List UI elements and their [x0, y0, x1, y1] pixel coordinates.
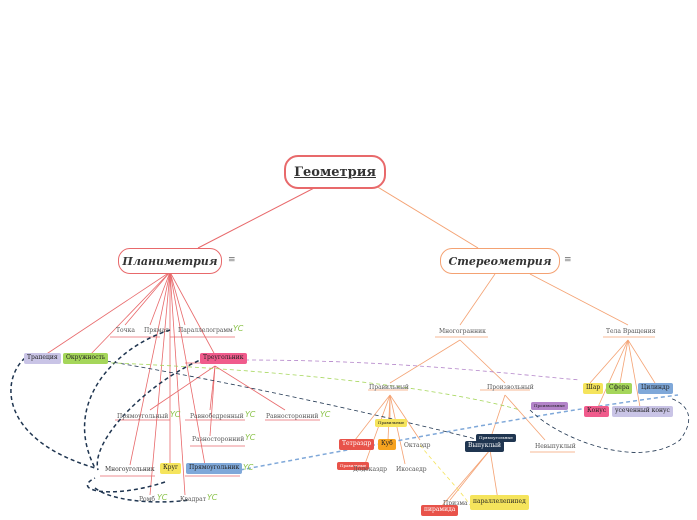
node-pravilny[interactable]: Правильный — [369, 384, 409, 391]
yc-mark-icon: YC — [320, 410, 331, 419]
yc-mark-icon: YC — [170, 410, 181, 419]
node-pryamougolnik[interactable]: Прямоугольник — [186, 463, 243, 474]
dashed-relations — [10, 329, 679, 503]
yc-mark-icon: YC — [243, 463, 254, 472]
node-mnogogranniki[interactable]: Многогранник — [439, 328, 486, 335]
link-root-stereo — [375, 185, 479, 249]
node-konus[interactable]: Конус — [584, 406, 610, 417]
node-ravnostoronny[interactable]: Разносторонний — [192, 436, 245, 443]
node-pryamougolnye-label[interactable]: Прямоугольные — [476, 434, 516, 443]
node-okruzhnost[interactable]: Окружность — [63, 353, 109, 364]
node-raznostoronny[interactable]: Равносторонний — [266, 413, 319, 420]
node-kub[interactable]: Куб — [378, 439, 396, 450]
node-krug[interactable]: Круг — [160, 463, 182, 474]
node-cilindr[interactable]: Цилиндр — [638, 383, 673, 394]
node-proizvolny[interactable]: Произвольный — [487, 384, 534, 391]
node-vypukly[interactable]: Выпуклый — [465, 441, 505, 452]
yc-mark-icon: YC — [207, 493, 218, 502]
planimetry-node[interactable]: Планиметрия — [118, 248, 222, 274]
yc-mark-icon: YC — [245, 433, 256, 442]
yc-mark-icon: YC — [245, 410, 256, 419]
node-treugolnik[interactable]: Треугольник — [200, 353, 247, 364]
node-tetraedr[interactable]: Тетраэдр — [339, 439, 375, 450]
node-ikosaedr[interactable]: Икосаедр — [396, 466, 427, 473]
node-romb[interactable]: Ромб — [139, 496, 155, 503]
node-oktaedr[interactable]: Октаэдр — [404, 442, 431, 449]
stereo-links — [354, 273, 656, 509]
node-proizvolnye-label[interactable]: Произвольные — [531, 402, 568, 411]
node-pravilnye-small[interactable]: Правильные — [337, 462, 370, 471]
yc-mark-icon: YC — [157, 493, 168, 502]
node-sfera[interactable]: Сфера — [606, 383, 633, 394]
node-mnogougolnik[interactable]: Многоугольник — [105, 466, 155, 473]
link-root-plan — [197, 185, 319, 249]
node-piramida[interactable]: пирамида — [421, 505, 459, 516]
node-dodekaedr[interactable]: Додекаэдр — [353, 466, 387, 473]
node-trapeciya[interactable]: Трапеция — [24, 353, 61, 364]
node-ravnobedrenny[interactable]: Равнобедренный — [190, 413, 244, 420]
node-shar[interactable]: Шар — [583, 383, 604, 394]
yc-mark-icon: YC — [233, 324, 244, 333]
node-prizma[interactable]: Призма — [443, 500, 468, 507]
node-nevypukly[interactable]: Невыпуклый — [535, 443, 576, 450]
node-tochka[interactable]: Точка — [116, 327, 135, 334]
node-parallelepiped[interactable]: параллелепипед — [470, 495, 529, 510]
stereometry-node[interactable]: Стереометрия — [440, 248, 560, 274]
light-dashed-relations — [89, 359, 690, 506]
node-kvadrat[interactable]: Квадрат — [180, 496, 207, 503]
root-node[interactable]: Геометрия — [284, 155, 386, 189]
node-pryamaya[interactable]: Прямая — [144, 327, 169, 334]
node-pravilnye-label[interactable]: Правильные — [375, 419, 408, 428]
planimetry-menu-icon[interactable]: ≡ — [228, 255, 236, 265]
node-tela-vrasheniya[interactable]: Тела Вращения — [606, 328, 656, 335]
node-usecheny-konus[interactable]: усеченный конус — [612, 406, 673, 417]
plan-links — [44, 271, 320, 496]
node-pryamougolny[interactable]: Прямоугольный — [117, 413, 169, 420]
stereometry-menu-icon[interactable]: ≡ — [564, 255, 572, 265]
node-parallelogram[interactable]: Параллелограмм — [178, 327, 233, 334]
